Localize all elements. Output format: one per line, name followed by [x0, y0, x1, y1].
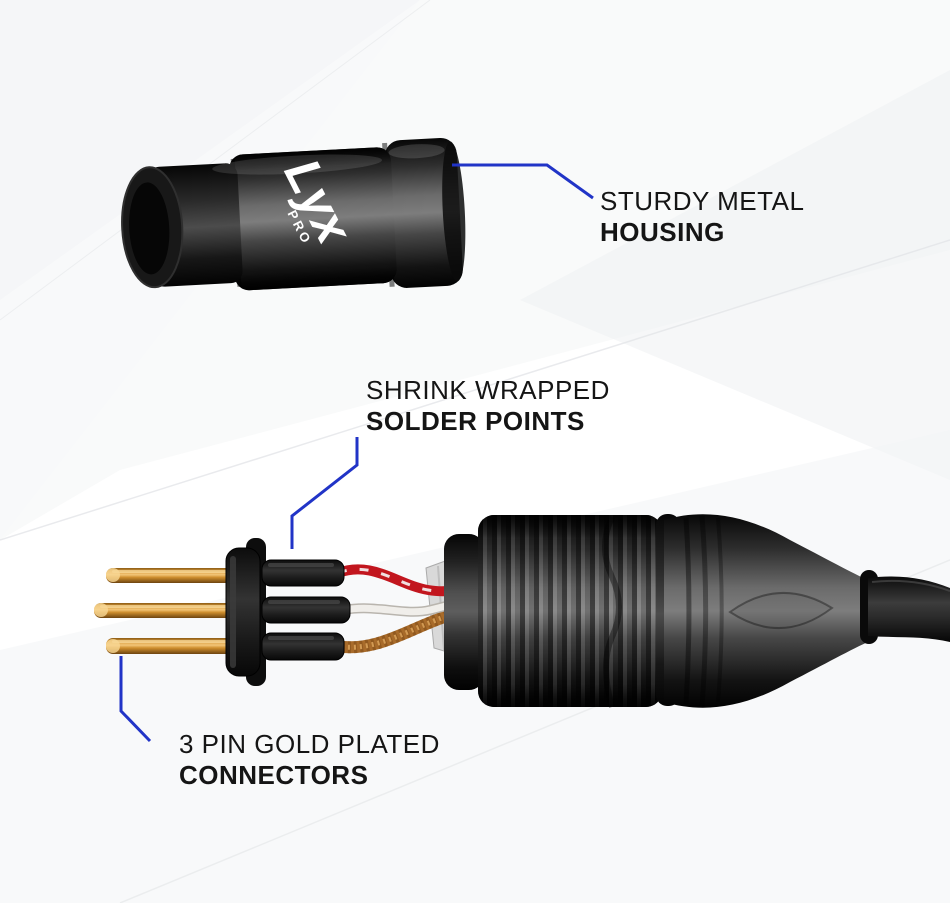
callout-shrink-line1: SHRINK WRAPPED — [366, 375, 610, 405]
xlr-male-assembly — [94, 514, 950, 708]
socket-opening — [129, 182, 170, 275]
callout-pins-line2: CONNECTORS — [179, 760, 369, 790]
callout-line-shrink — [290, 437, 359, 549]
callout-housing: STURDY METAL HOUSING — [600, 186, 804, 248]
callout-pins-line1: 3 PIN GOLD PLATED — [179, 729, 440, 759]
pin-top — [106, 568, 238, 583]
pin-bottom — [106, 638, 240, 654]
callout-gold-pins: 3 PIN GOLD PLATED CONNECTORS — [179, 729, 440, 791]
pin-holder-disc — [225, 538, 266, 686]
callout-housing-line2: HOUSING — [600, 217, 725, 247]
gold-pins — [94, 568, 240, 654]
shrink-wrap-tubes — [261, 559, 351, 661]
callout-shrink-wrapped: SHRINK WRAPPED SOLDER POINTS — [366, 375, 610, 437]
threaded-barrel — [478, 515, 662, 708]
mouth-collar — [444, 534, 484, 690]
pin-middle — [94, 603, 240, 618]
callout-housing-line1: STURDY METAL — [600, 186, 805, 216]
strain-relief-boot — [656, 514, 872, 708]
xlr-female-connector: Lyx PRO — [121, 138, 466, 291]
callout-shrink-line2: SOLDER POINTS — [366, 406, 585, 436]
callout-line-housing — [452, 163, 594, 200]
callout-line-pins — [119, 656, 152, 743]
cable — [860, 570, 950, 644]
